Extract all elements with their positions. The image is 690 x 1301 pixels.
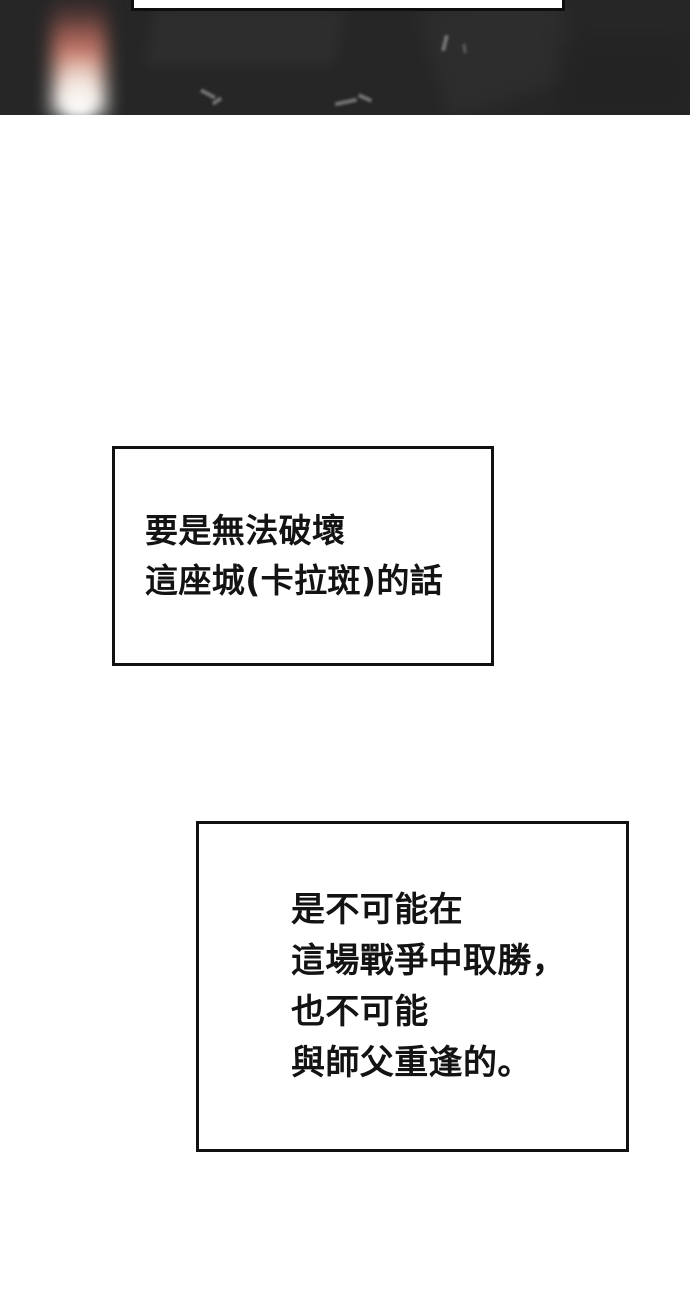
bubble-1-line-2: 這座城(卡拉斑)的話: [145, 561, 444, 600]
narration-bubble-2: 是不可能在 這場戰爭中取勝， 也不可能 與師父重逢的。: [196, 821, 629, 1152]
background-texture-shape: [416, 0, 584, 115]
background-texture-shape: [560, 40, 690, 115]
debris-speck: [199, 88, 217, 100]
clipped-caption-box: [131, 0, 565, 11]
debris-speck: [357, 93, 373, 103]
light-beam-core: [66, 56, 92, 115]
bubble-1-line-1: 要是無法破壞: [145, 511, 346, 550]
bubble-2-line-1: 是不可能在: [291, 889, 463, 930]
debris-speck: [334, 97, 358, 107]
bubble-2-line-4: 與師父重逢的。: [291, 1042, 532, 1083]
bubble-2-line-2: 這場戰爭中取勝，: [291, 940, 567, 981]
bubble-2-line-3: 也不可能: [291, 991, 429, 1032]
page-gutter: [0, 1152, 690, 1301]
dark-scene-panel: [0, 0, 690, 115]
narration-bubble-1: 要是無法破壞 這座城(卡拉斑)的話: [112, 446, 494, 666]
background-texture-shape: [144, 8, 346, 66]
